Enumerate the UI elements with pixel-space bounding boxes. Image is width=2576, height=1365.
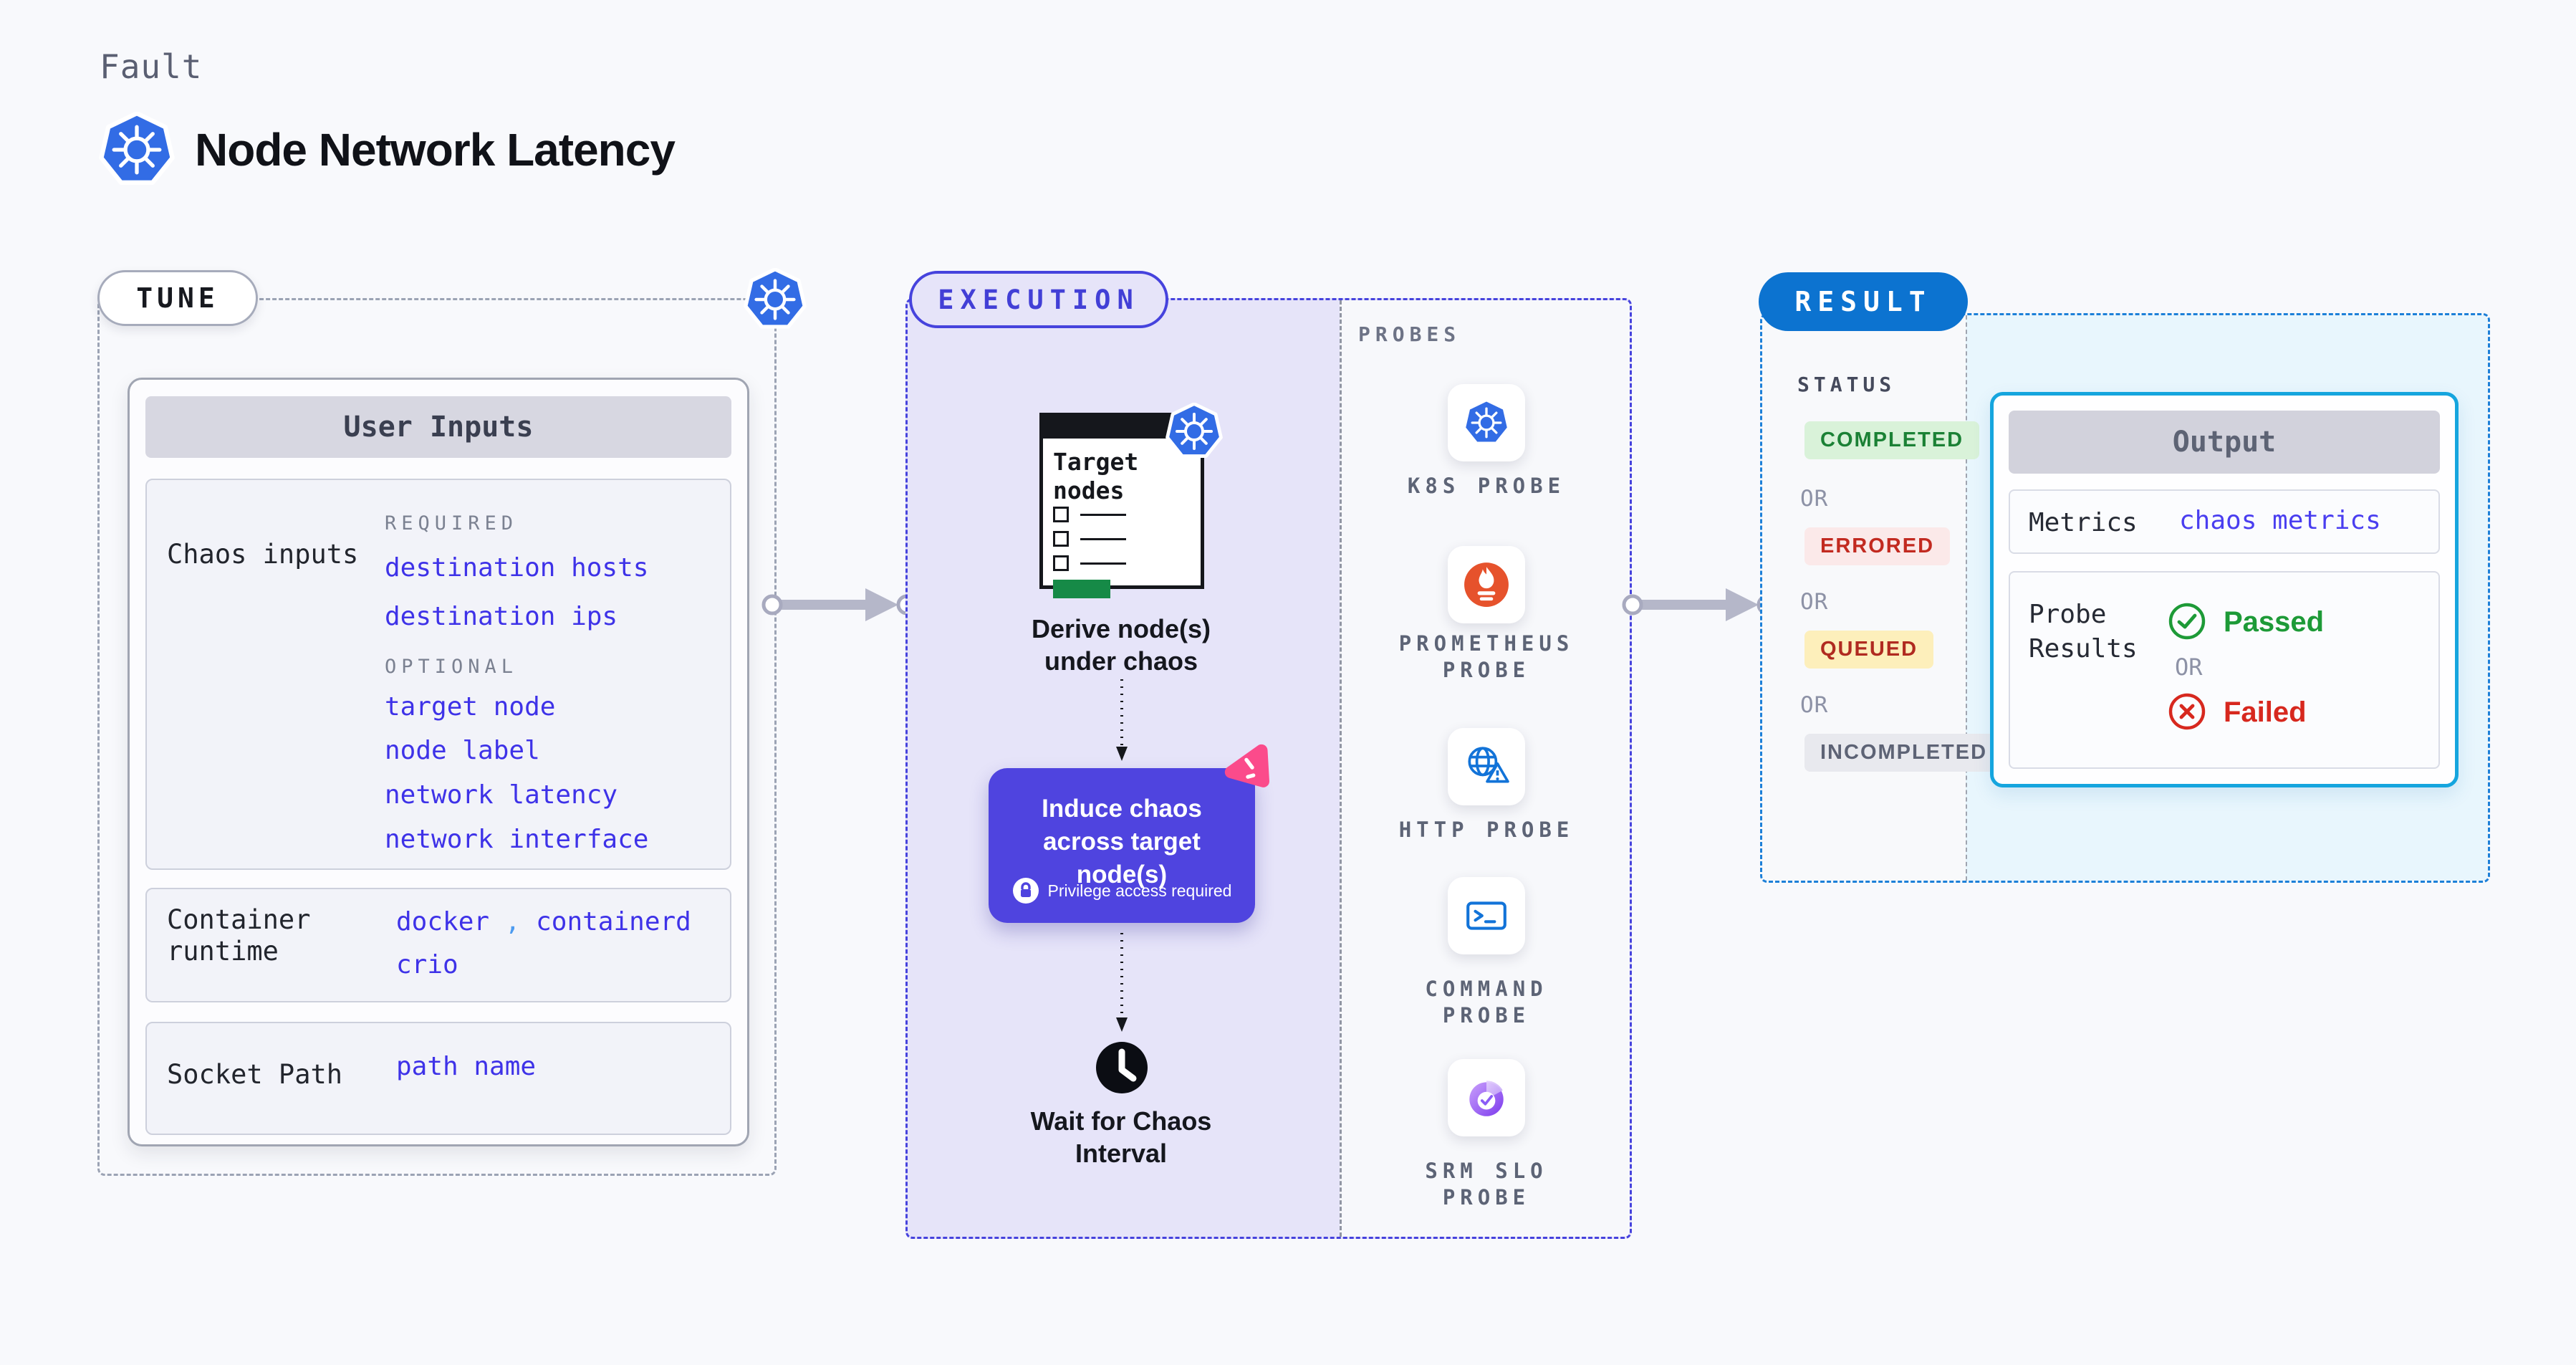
srm-slo-probe-card: [1448, 1059, 1525, 1136]
input-node-label[interactable]: node label: [385, 736, 540, 765]
wait-chaos-step: Wait for Chaos Interval: [1030, 1106, 1212, 1168]
green-button-bar: [1053, 580, 1110, 598]
slo-pie-check-icon: [1469, 1081, 1504, 1116]
kubernetes-logo-icon: [99, 112, 175, 188]
input-network-latency[interactable]: network latency: [385, 780, 618, 810]
execution-badge-label: EXECUTION: [938, 284, 1140, 315]
result-badge-label: RESULT: [1794, 286, 1932, 317]
tune-badge-label: TUNE: [136, 282, 219, 314]
probe-results-row: [2009, 571, 2440, 769]
check-circle-icon: [2168, 603, 2206, 640]
socket-path-row: [145, 1022, 731, 1135]
tune-badge: TUNE: [97, 270, 258, 326]
input-network-interface[interactable]: network interface: [385, 825, 649, 854]
input-destination-ips[interactable]: destination ips: [385, 602, 618, 631]
clock-icon: [1096, 1042, 1148, 1093]
runtime-docker[interactable]: docker: [396, 907, 490, 937]
tune-section: [97, 298, 777, 1176]
terminal-icon: [1466, 901, 1506, 930]
checkbox-icon: [1053, 507, 1069, 522]
metrics-label: Metrics: [2029, 508, 2138, 537]
status-badge-incompleted: INCOMPLETED: [1804, 734, 2004, 772]
status-title: STATUS: [1797, 373, 1896, 396]
command-probe-card: [1448, 877, 1525, 954]
status-badge-errored: ERRORED: [1804, 527, 1951, 565]
k8s-probe-card: [1448, 384, 1525, 461]
srm-slo-probe-label: SRM SLO PROBE: [1425, 1159, 1548, 1210]
container-runtime-row: [145, 888, 731, 1002]
checkbox-icon: [1053, 531, 1069, 547]
fault-eyebrow: Fault: [100, 47, 203, 86]
or-label: OR: [2175, 653, 2203, 681]
k8s-probe-label: K8S PROBE: [1407, 474, 1566, 498]
runtime-containerd[interactable]: containerd: [536, 907, 691, 937]
probe-results-label: Probe Results: [2029, 600, 2138, 664]
output-title: Output: [2172, 426, 2277, 459]
prometheus-probe-label: PROMETHEUS PROBE: [1398, 631, 1575, 682]
x-circle-icon: [2168, 693, 2206, 730]
probes-title: PROBES: [1358, 322, 1461, 346]
or-label: OR: [1800, 692, 1829, 718]
runtime-values-line1: docker , containerd: [396, 907, 691, 937]
privilege-row: Privilege access required: [989, 877, 1255, 904]
kubernetes-icon: [1166, 403, 1223, 460]
list-line: [1080, 538, 1126, 540]
induce-chaos-label: Induce chaos across target node(s): [1042, 795, 1202, 889]
optional-label: OPTIONAL: [385, 656, 519, 678]
prometheus-icon: [1464, 562, 1509, 607]
prometheus-probe-card: [1448, 546, 1525, 623]
target-nodes-title: Target nodes: [1053, 448, 1139, 504]
k8s-icon: [1463, 399, 1510, 445]
http-probe-label: HTTP PROBE: [1398, 818, 1575, 842]
container-runtime-label: Container runtime: [167, 904, 311, 967]
required-label: REQUIRED: [385, 512, 519, 535]
result-badge: RESULT: [1759, 272, 1968, 331]
passed-label: Passed: [2224, 606, 2325, 638]
output-header: Output: [2009, 411, 2440, 474]
input-destination-hosts[interactable]: destination hosts: [385, 553, 649, 583]
user-inputs-header: User Inputs: [145, 396, 731, 458]
status-badge-completed: COMPLETED: [1804, 421, 1980, 459]
list-line: [1080, 562, 1126, 565]
http-globe-icon: [1468, 747, 1509, 783]
induce-chaos-box: Induce chaos across target node(s) Privi…: [989, 768, 1255, 923]
or-label: OR: [1800, 589, 1829, 615]
socket-path-value[interactable]: path name: [396, 1052, 537, 1081]
lock-icon: [1012, 878, 1039, 904]
runtime-separator: ,: [504, 907, 521, 937]
user-inputs-title: User Inputs: [343, 411, 534, 444]
status-badge-queued: QUEUED: [1804, 631, 1934, 669]
execution-badge: EXECUTION: [909, 271, 1168, 328]
derive-nodes-step: Derive node(s) under chaos: [1031, 614, 1211, 676]
input-target-node[interactable]: target node: [385, 692, 556, 722]
metrics-row: [2009, 489, 2440, 554]
dotted-arrow-down-icon: [1116, 679, 1128, 761]
metrics-value-link[interactable]: chaos metrics: [2179, 506, 2381, 535]
privilege-label: Privilege access required: [1047, 881, 1232, 900]
chaos-inputs-row: [145, 479, 731, 870]
dotted-arrow-down-icon: [1116, 933, 1128, 1032]
litmus-chaos-icon: [1224, 744, 1269, 787]
or-label: OR: [1800, 486, 1829, 512]
page-title: Node Network Latency: [195, 124, 676, 176]
failed-label: Failed: [2224, 696, 2307, 728]
arrow-tune-to-execution: [761, 588, 918, 621]
command-probe-label: COMMAND PROBE: [1425, 977, 1548, 1028]
http-probe-card: [1448, 728, 1525, 805]
kubernetes-icon: [744, 268, 807, 331]
list-line: [1080, 514, 1126, 516]
runtime-crio[interactable]: crio: [396, 950, 458, 980]
socket-path-label: Socket Path: [167, 1059, 343, 1090]
checkbox-icon: [1053, 555, 1069, 571]
chaos-inputs-label: Chaos inputs: [167, 539, 359, 570]
